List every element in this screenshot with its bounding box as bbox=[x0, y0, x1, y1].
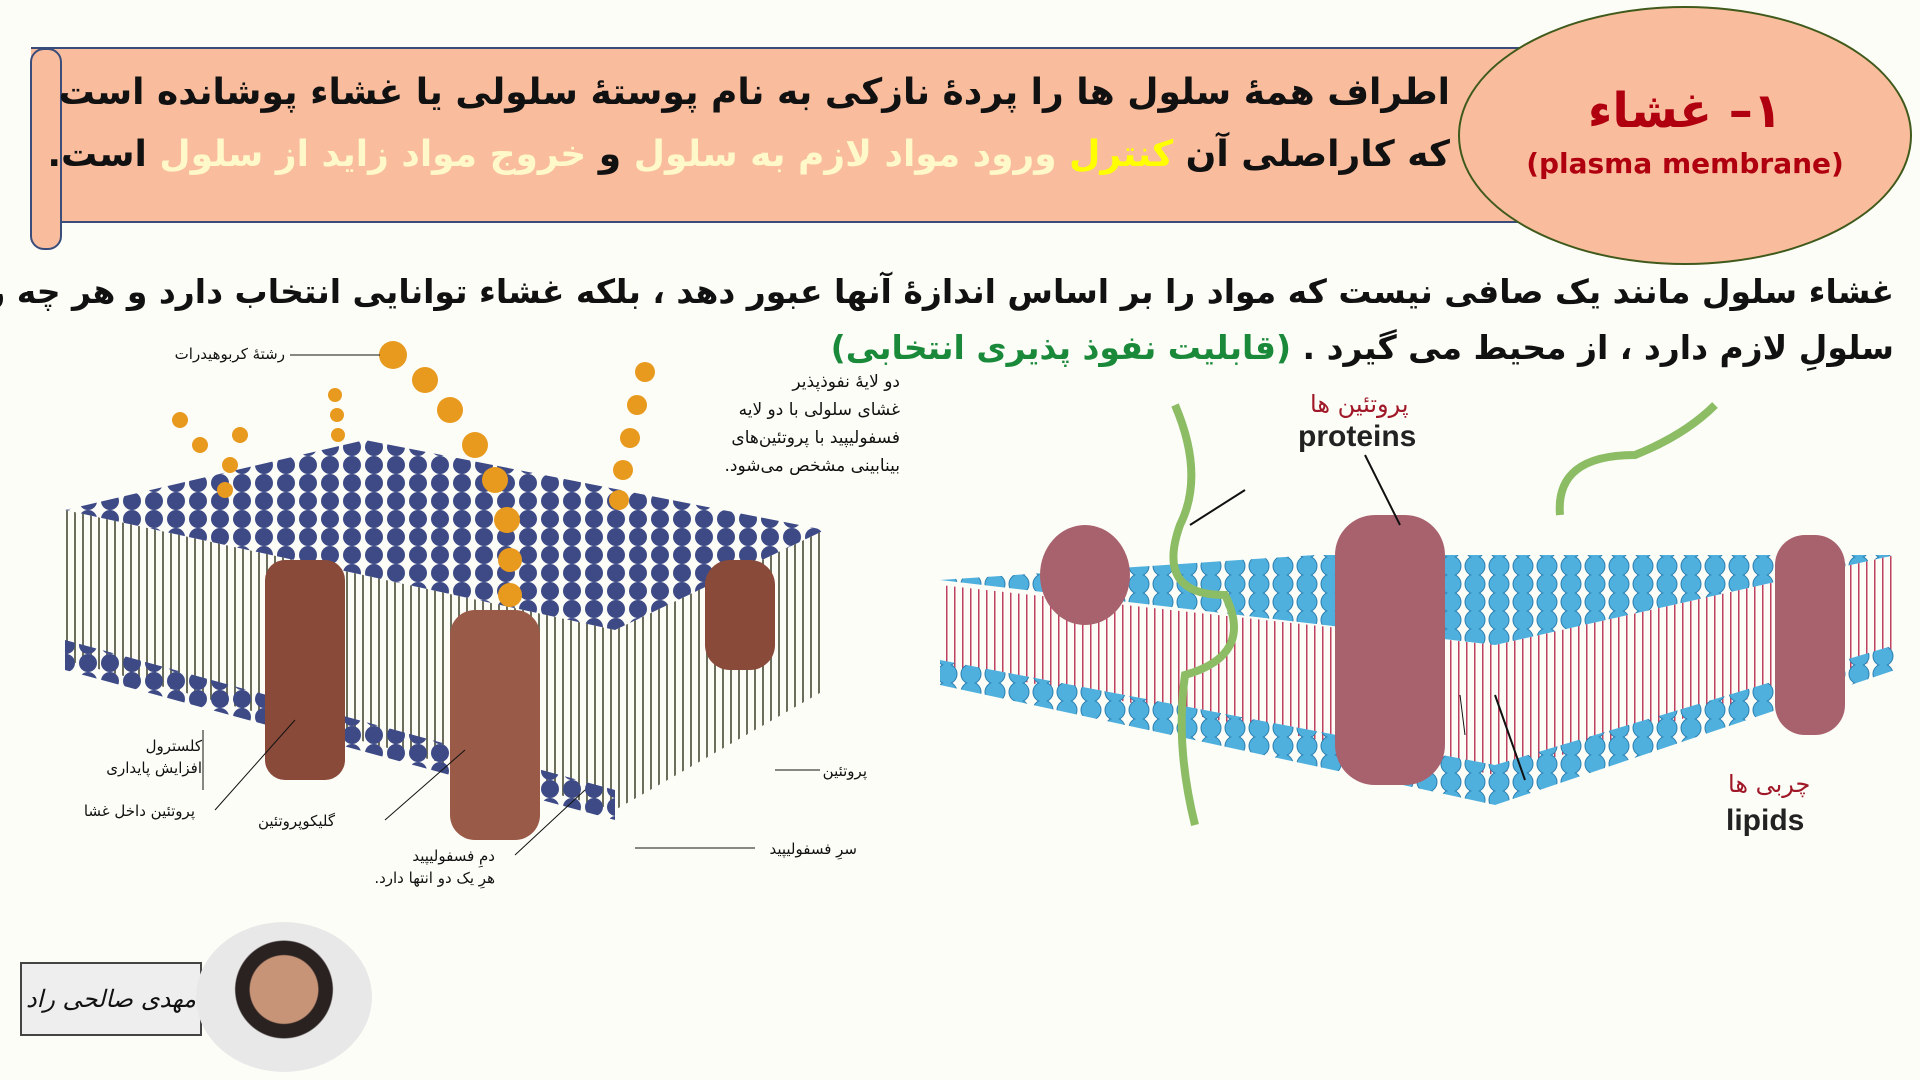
label-glycoprotein: گلیکوپروتئین bbox=[257, 812, 335, 830]
label-integral-protein: پروتئین داخل غشا bbox=[83, 802, 195, 820]
label-lipids-en: lipids bbox=[1726, 804, 1805, 837]
peripheral-protein bbox=[705, 560, 775, 670]
leader-line bbox=[214, 719, 296, 811]
paragraph-line-2: سلولِ لازم دارد ، از محیط می گیرد . (قاب… bbox=[830, 328, 1894, 367]
label-protein: پروتئین bbox=[822, 762, 867, 780]
label-proteins-fa: پروتئین ها bbox=[1310, 390, 1409, 418]
label-phospholipid-head: سرِ فسفولیپید bbox=[769, 840, 857, 858]
header-line-1: اطراف همهٔ سلول ها را پردهٔ نازکی به نام… bbox=[58, 72, 1450, 113]
leader-line bbox=[1364, 454, 1401, 526]
membrane-diagram-left bbox=[65, 341, 825, 856]
channel-protein bbox=[1335, 515, 1445, 785]
transmembrane-protein bbox=[1775, 535, 1845, 735]
peripheral-protein bbox=[1040, 525, 1130, 625]
protein-strand bbox=[1555, 402, 1718, 516]
label-carbohydrate: رشتهٔ کربوهیدرات bbox=[174, 345, 285, 363]
paragraph-line-1: غشاء سلول مانند یک صافی نیست که مواد را … bbox=[0, 272, 1894, 311]
header-banner bbox=[31, 47, 1533, 223]
membrane-diagram-right bbox=[940, 402, 1895, 826]
header-line-2: که کاراصلی آن کنترل ورود مواد لازم به سل… bbox=[47, 134, 1450, 175]
label-proteins-en: proteins bbox=[1298, 420, 1417, 453]
scroll-decoration bbox=[30, 48, 62, 250]
leader-line bbox=[514, 789, 586, 856]
label-lipids-fa: چربی ها bbox=[1728, 770, 1811, 798]
title-oval: ۱– غشاء (plasma membrane) bbox=[1458, 6, 1912, 265]
leader-line bbox=[1189, 489, 1246, 526]
title-en: (plasma membrane) bbox=[1526, 147, 1844, 180]
presenter-avatar bbox=[196, 922, 372, 1072]
carbohydrate-chain bbox=[172, 341, 655, 607]
leader-line bbox=[1494, 694, 1526, 781]
protein-channel bbox=[265, 560, 345, 780]
glycoprotein-shape bbox=[450, 610, 540, 840]
title-fa: ۱– غشاء bbox=[1587, 83, 1783, 139]
leader-line bbox=[384, 749, 466, 821]
top-head-layer bbox=[65, 440, 825, 630]
leader-line bbox=[1459, 694, 1466, 736]
presenter-signature: مهدی صالحی راد bbox=[20, 962, 202, 1036]
protein-strand bbox=[1169, 403, 1238, 826]
